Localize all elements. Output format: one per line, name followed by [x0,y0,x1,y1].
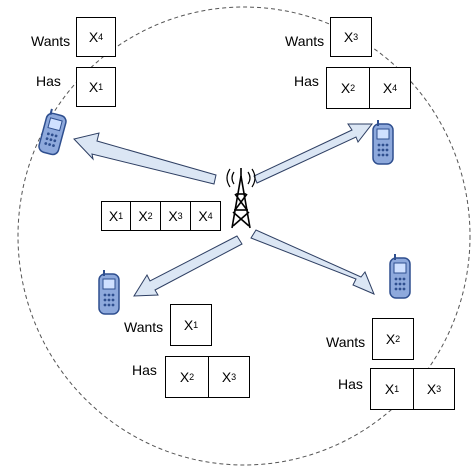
packet-symbol: X [384,381,395,397]
cell-tower-icon [226,168,256,229]
packet-index: 3 [436,384,442,394]
arrow-to-user-top-right [253,123,374,184]
wants-label: Wants [124,319,164,335]
mobile-phone-icon [98,270,120,315]
arrow-to-user-bottom-right [250,229,375,295]
packet-index: 1 [98,82,104,92]
has-label: Has [132,362,157,378]
arrow-to-user-bottom-left [133,235,243,297]
packet-index: 2 [395,334,401,344]
packet-index: 1 [118,211,124,221]
mobile-phone-icon [389,254,411,299]
packet-index: 3 [353,32,359,42]
packet-symbol: X [382,80,393,96]
packet-index: 4 [98,32,104,42]
has-label: Has [294,73,319,89]
wants-label: Wants [285,33,325,49]
packet-symbol: X [138,208,148,224]
mobile-phone-icon [38,108,67,156]
wants-label: Wants [31,33,71,49]
packet-index: 4 [392,83,398,93]
packet-index: 1 [394,384,400,394]
packet-symbol: X [168,208,178,224]
mobile-phone-icon [372,120,394,165]
packet-symbol: X [198,208,208,224]
packet-symbol: X [183,317,194,333]
wants-label: Wants [326,334,366,350]
has-label: Has [36,73,61,89]
packet-symbol: X [343,29,354,45]
packet-symbol: X [221,369,232,385]
packet-index: 2 [350,83,356,93]
packet-index: 2 [189,372,195,382]
packet-symbol: X [340,80,351,96]
packet-symbol: X [88,79,99,95]
packet-index: 3 [177,211,183,221]
packet-symbol: X [385,331,396,347]
packet-symbol: X [108,208,119,224]
arrow-to-user-top-left [73,132,217,185]
packet-index: 3 [231,372,237,382]
has-label: Has [338,376,363,392]
packet-index: 2 [147,211,153,221]
coverage-circle [17,6,471,466]
packet-index: 4 [207,211,213,221]
packet-symbol: X [426,381,437,397]
packet-index: 1 [193,320,199,330]
packet-symbol: X [88,29,99,45]
packet-symbol: X [179,369,190,385]
